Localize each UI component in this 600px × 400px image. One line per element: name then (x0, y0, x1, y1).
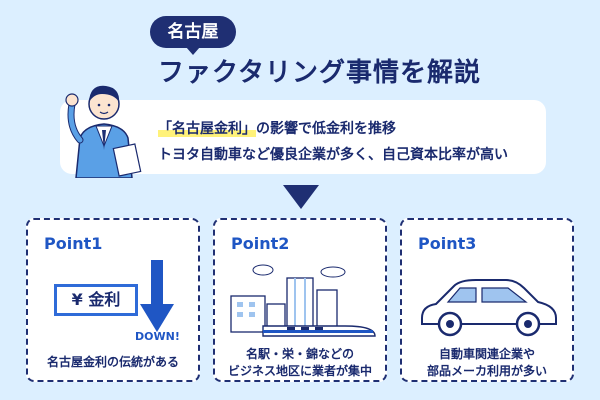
point-caption: 名古屋金利の伝統がある (46, 355, 179, 369)
point-caption: ビジネス地区に業者が集中 (227, 364, 372, 378)
summary-box: 「名古屋金利」の影響で低金利を推移 トヨタ自動車など優良企業が多く、自己資本比率… (60, 100, 546, 174)
point-card-3: Point3 自動車関連企業や 部品メーカ利用が多い (400, 218, 574, 382)
point-card-2: Point2 名駅・栄・錦などの ビジネス地区に業者が集中 (213, 218, 387, 382)
point-caption: 部品メーカ利用が多い (426, 364, 547, 378)
businessman-illustration (65, 85, 142, 178)
summary-highlight: 「名古屋金利」 (158, 121, 256, 137)
down-arrow-icon (283, 185, 319, 209)
point-caption: 自動車関連企業や (438, 347, 535, 361)
region-tag: 名古屋 (150, 16, 236, 55)
summary-line-2: トヨタ自動車など優良企業が多く、自己資本比率が高い (158, 147, 508, 163)
down-label: DOWN! (135, 330, 180, 343)
interest-rate-box: ¥ 金利 (54, 284, 138, 316)
city-train-icon (230, 264, 376, 337)
point-title: Point2 (231, 234, 290, 253)
summary-line-1: 「名古屋金利」の影響で低金利を推移 (158, 118, 396, 138)
arrow-down-icon (140, 260, 174, 332)
summary-line-1-rest: の影響で低金利を推移 (256, 121, 396, 137)
page-title: ファクタリング事情を解説 (158, 58, 481, 88)
point-title: Point1 (44, 234, 103, 253)
car-icon (421, 279, 557, 337)
point-caption: 名駅・栄・錦などの (245, 347, 354, 361)
point-title: Point3 (418, 234, 477, 253)
point-card-1: Point1 ¥ 金利 DOWN! 名古屋金利の伝統がある (26, 218, 200, 382)
